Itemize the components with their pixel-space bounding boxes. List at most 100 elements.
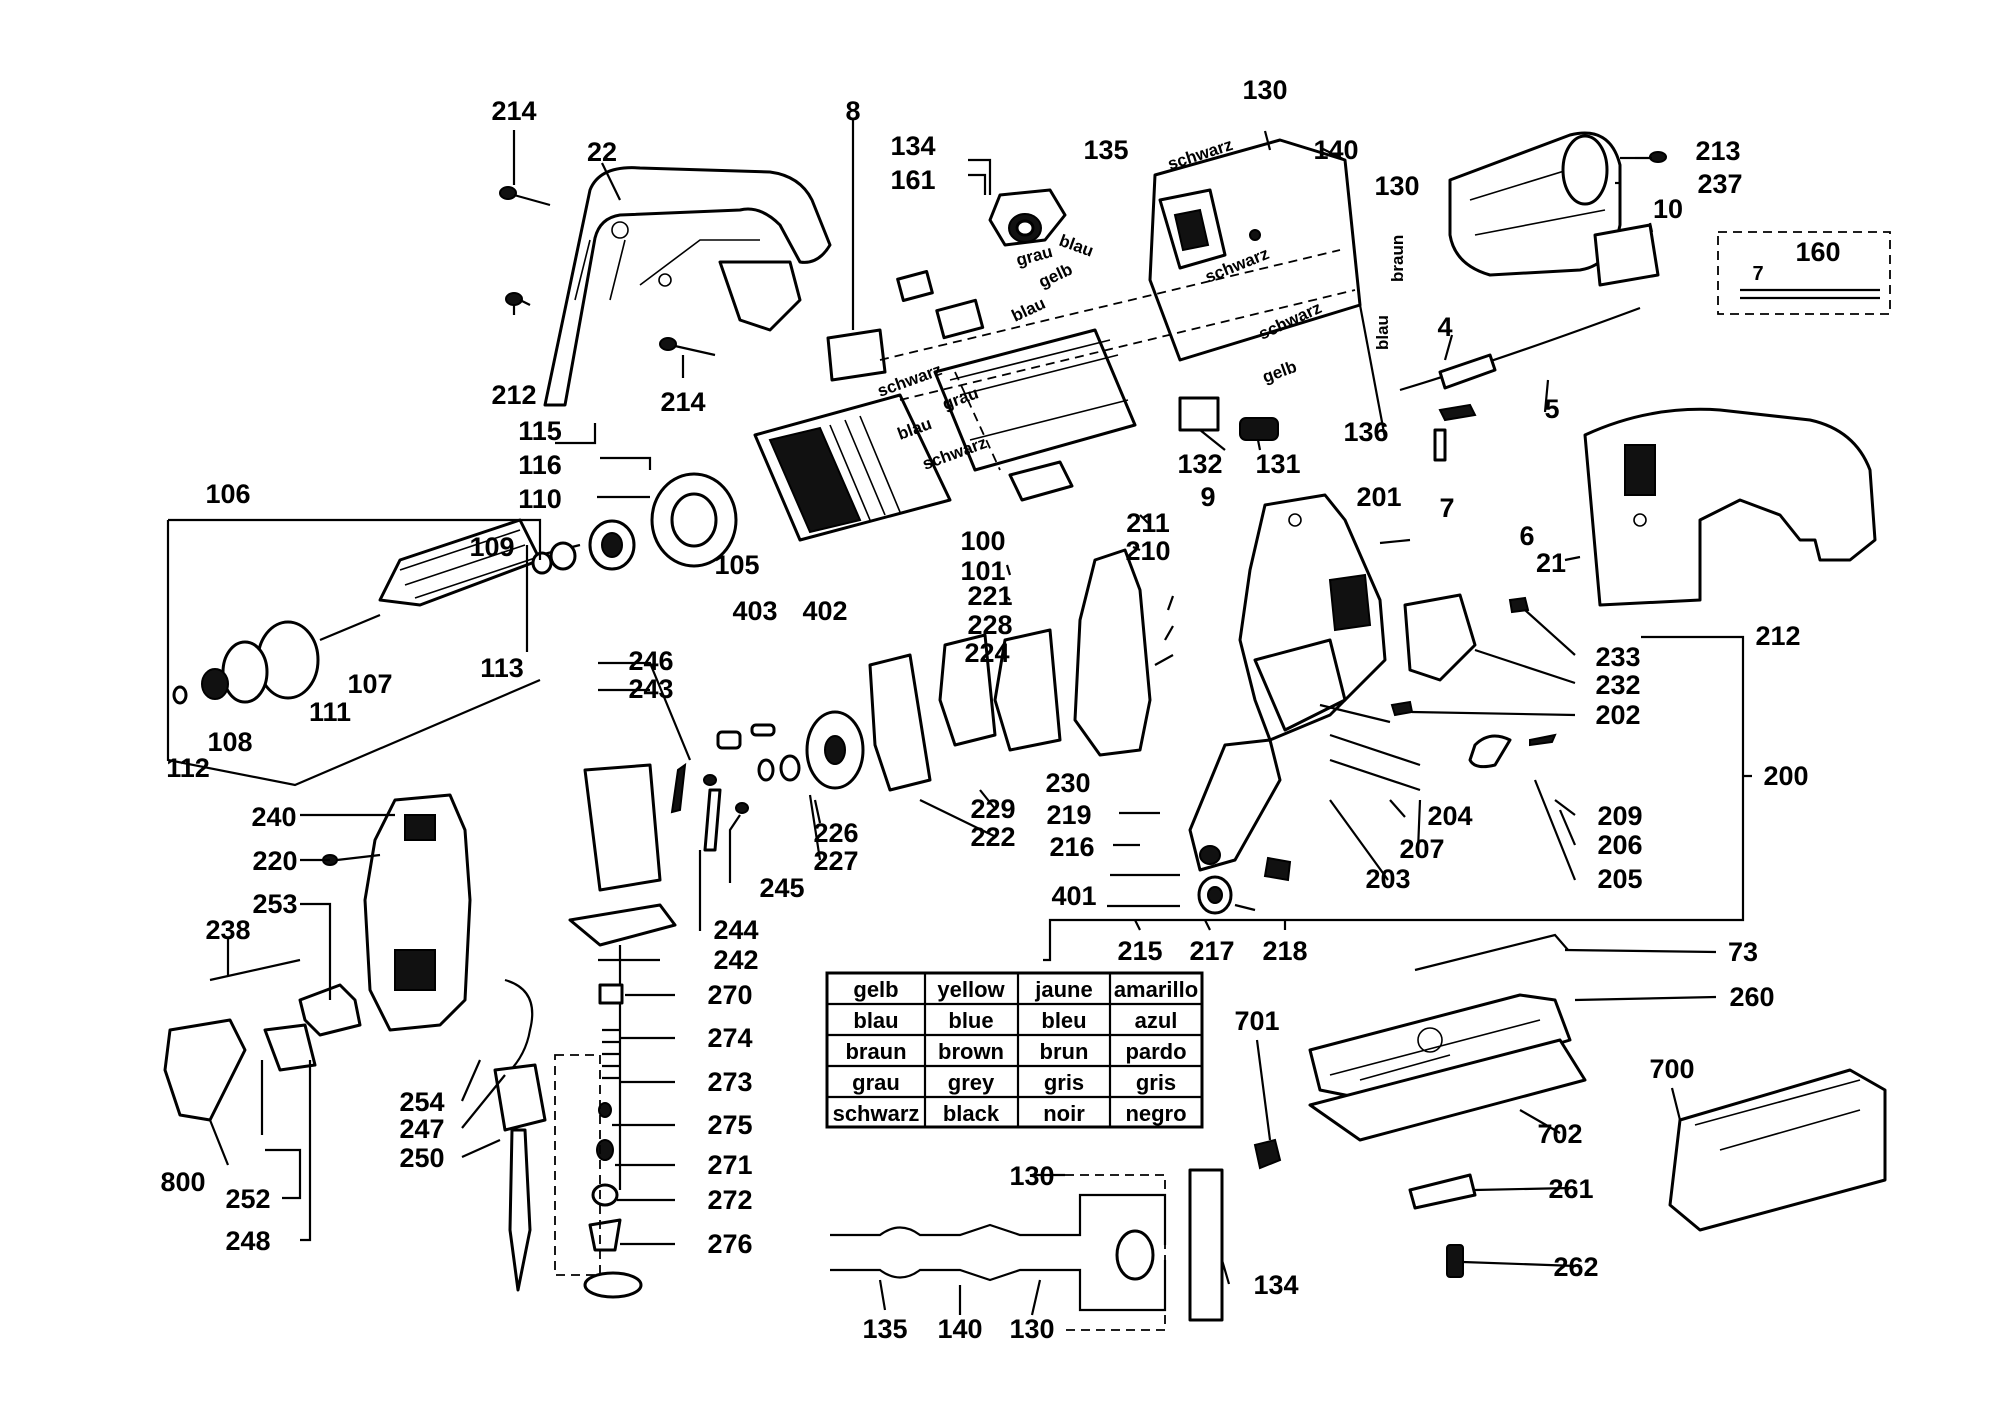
part-label: 242 — [713, 945, 758, 975]
table-cell: jaune — [1034, 977, 1092, 1002]
part-label: 243 — [628, 674, 673, 704]
part-label: 245 — [759, 873, 804, 903]
table-cell: amarillo — [1114, 977, 1198, 1002]
pin-7 — [1433, 428, 1447, 462]
part-label: 134 — [890, 131, 935, 161]
part-label: 21 — [1536, 548, 1566, 578]
table-cell: pardo — [1125, 1039, 1186, 1064]
part-label: 201 — [1356, 482, 1401, 512]
part-label: 130 — [1374, 171, 1419, 201]
armature-106 — [319, 518, 581, 642]
table-cell: negro — [1125, 1101, 1186, 1126]
part-label: 8 — [845, 96, 860, 126]
part-label: 254 — [399, 1087, 444, 1117]
color-table-frame — [825, 971, 1204, 1129]
part-label: 402 — [802, 596, 847, 626]
part-label: 134 — [1253, 1270, 1298, 1300]
screw-262 — [1446, 1244, 1464, 1278]
cable-detail-160 — [1717, 231, 1891, 315]
capacitor-161 — [988, 188, 1067, 247]
spring-stack-270-276 — [583, 983, 643, 1299]
clip-248 — [263, 1023, 317, 1072]
wire-label: braun — [1388, 235, 1407, 282]
part-label: 272 — [707, 1185, 752, 1215]
part-label: 10 — [1653, 194, 1683, 224]
handle-housing-22 — [543, 166, 832, 407]
table-cell: gris — [1136, 1070, 1176, 1095]
part-label: 207 — [1399, 834, 1444, 864]
screw-212-left — [505, 292, 531, 306]
part-label: 130 — [1009, 1161, 1054, 1191]
plunger-242 — [568, 763, 677, 1190]
stator-100 — [933, 328, 1137, 472]
part-label: 228 — [967, 610, 1012, 640]
part-label: 227 — [813, 846, 858, 876]
end-cap-237 — [1448, 131, 1622, 277]
hex-key-73 — [1414, 933, 1569, 972]
part-label: 210 — [1125, 536, 1170, 566]
switch-135 — [1158, 188, 1261, 270]
case-700-detail — [1694, 1079, 1861, 1151]
part-label: 220 — [252, 846, 297, 876]
table-cell: blau — [853, 1008, 898, 1033]
part-label: 107 — [347, 669, 392, 699]
part-label: 219 — [1046, 800, 1091, 830]
plate-224 — [993, 628, 1062, 752]
plate-229 — [938, 633, 997, 747]
clip-6 — [1438, 403, 1477, 422]
part-label: 226 — [813, 818, 858, 848]
part-label: 275 — [707, 1110, 752, 1140]
part-label: 260 — [1729, 982, 1774, 1012]
table-cell: black — [943, 1101, 1000, 1126]
part-label: 214 — [660, 387, 705, 417]
part-label: 132 — [1177, 449, 1222, 479]
part-label: 215 — [1117, 936, 1162, 966]
plate-702 — [1308, 1038, 1587, 1142]
table-cell: braun — [845, 1039, 906, 1064]
wire-label: grau — [1014, 242, 1055, 270]
plate-222 — [868, 653, 932, 792]
part-label: 109 — [469, 532, 514, 562]
bearing-set-110 — [531, 472, 738, 575]
leader-lines — [166, 120, 1752, 1316]
part-label: 135 — [862, 1314, 907, 1344]
rods-203-207 — [1319, 703, 1421, 792]
table-cell: brown — [938, 1039, 1004, 1064]
part-label: 209 — [1597, 801, 1642, 831]
part-label: 206 — [1597, 830, 1642, 860]
part-label: 22 — [587, 137, 617, 167]
part-label: 110 — [518, 484, 562, 514]
table-cell: bleu — [1041, 1008, 1086, 1033]
part-label: 116 — [518, 450, 562, 480]
part-label: 800 — [160, 1167, 205, 1197]
part-label: 108 — [207, 727, 252, 757]
blade-holder-250 — [493, 1063, 547, 1292]
part-label: 161 — [890, 165, 935, 195]
field-coil-105 — [753, 393, 952, 542]
rod-238 — [209, 958, 301, 982]
wire-label: blau — [1057, 231, 1096, 261]
part-label: 262 — [1553, 1252, 1598, 1282]
gasket-221 — [1073, 548, 1152, 757]
part-label: 253 — [252, 889, 297, 919]
clip-205 — [1468, 733, 1557, 769]
part-label: 204 — [1427, 801, 1472, 831]
knob-701 — [1253, 1138, 1282, 1170]
part-label: 106 — [205, 479, 250, 509]
mount-101 — [1008, 460, 1074, 502]
part-label: 238 — [205, 915, 250, 945]
part-label: 216 — [1049, 832, 1094, 862]
table-cell: schwarz — [833, 1101, 920, 1126]
bushings-403 — [716, 723, 776, 750]
part-number-labels: 214 22 212 214 8 134 161 135 130 140 130… — [160, 75, 1840, 1344]
screw-214-lower — [659, 337, 716, 357]
part-label: 240 — [251, 802, 296, 832]
part-label: 140 — [937, 1314, 982, 1344]
switch-parts-131-132 — [1178, 396, 1279, 441]
washers-226-227 — [757, 754, 801, 782]
part-label: 248 — [225, 1226, 270, 1256]
part-label: 9 — [1200, 482, 1215, 512]
table-cell: azul — [1135, 1008, 1178, 1033]
